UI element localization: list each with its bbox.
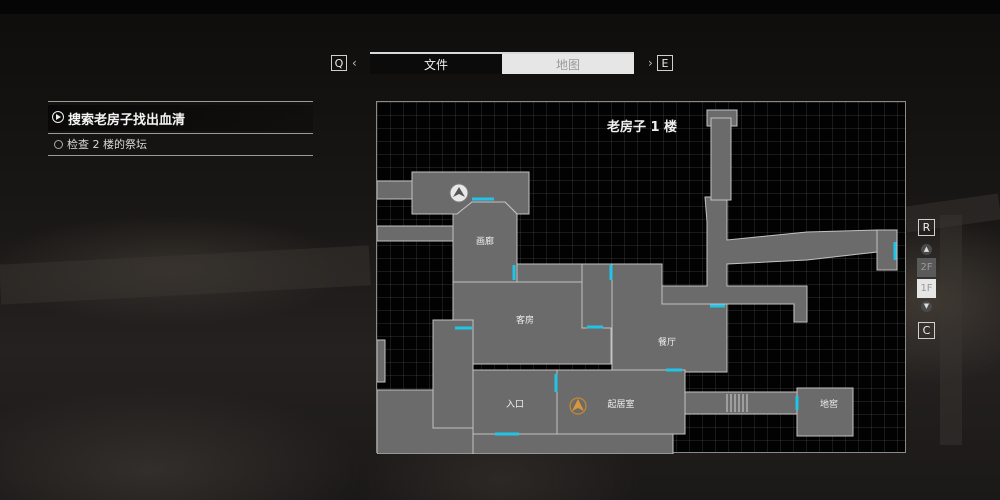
- room-cellar: [796, 387, 854, 437]
- play-circle-icon: [52, 111, 64, 123]
- floor-up-key[interactable]: R: [918, 219, 935, 236]
- room-entrance: [472, 369, 558, 435]
- background-post: [940, 215, 962, 445]
- top-letterbox: [0, 0, 1000, 14]
- background-beam: [0, 245, 371, 305]
- room-label-entrance: 入口: [506, 399, 524, 410]
- stairs-icon: [726, 394, 748, 412]
- waypoint-icon: [449, 183, 469, 203]
- room-label-living: 起居室: [607, 398, 634, 410]
- room-label-guest: 客房: [516, 314, 534, 326]
- floor-2f-button[interactable]: 2F: [917, 258, 936, 277]
- room-guest-closet: [581, 263, 613, 329]
- arrow-down-icon: ▼: [921, 301, 932, 312]
- objective-divider: [48, 133, 313, 134]
- objective-divider: [48, 155, 313, 156]
- room-label-gallery: 画廊: [476, 235, 494, 247]
- main-objective-text: 搜索老房子找出血清: [68, 113, 186, 128]
- sub-objective-text: 检查 2 楼的祭坛: [67, 138, 147, 151]
- room-east-end: [876, 229, 898, 271]
- room-west-hall: [377, 225, 454, 242]
- room-west-stub: [377, 339, 386, 383]
- map-title: 老房子 1 楼: [606, 120, 678, 135]
- main-objective: 搜索老房子找出血清: [48, 105, 313, 131]
- chevron-right-icon: ›: [648, 56, 653, 70]
- room-south-hall: [472, 433, 674, 454]
- room-cellar-corridor: [684, 391, 798, 415]
- tab-right-key[interactable]: E: [657, 55, 673, 71]
- room-gallery: [452, 201, 518, 283]
- chevron-left-icon: ‹: [352, 56, 357, 70]
- floor-plan: 画廊 客房 餐厅 入口 起居室 地窖: [377, 109, 898, 454]
- floor-down-key[interactable]: C: [918, 322, 935, 339]
- tab-files[interactable]: 文件: [370, 52, 502, 74]
- arrow-up-icon: ▲: [921, 244, 932, 255]
- room-label-dining: 餐厅: [658, 336, 676, 348]
- tab-left-key[interactable]: Q: [331, 55, 347, 71]
- room-label-cellar: 地窖: [820, 398, 838, 410]
- doors: [455, 197, 897, 436]
- tab-map[interactable]: 地图: [502, 52, 634, 74]
- room-west-block: [432, 319, 474, 429]
- floor-1f-button[interactable]: 1F: [917, 279, 936, 298]
- map-panel[interactable]: 老房子 1 楼: [376, 101, 906, 454]
- room-east-corridor: [661, 196, 878, 323]
- objective-divider: [48, 101, 313, 102]
- bullet-circle-icon: [54, 140, 63, 149]
- room-north-passage: [710, 117, 732, 201]
- player-marker-icon: [569, 397, 587, 415]
